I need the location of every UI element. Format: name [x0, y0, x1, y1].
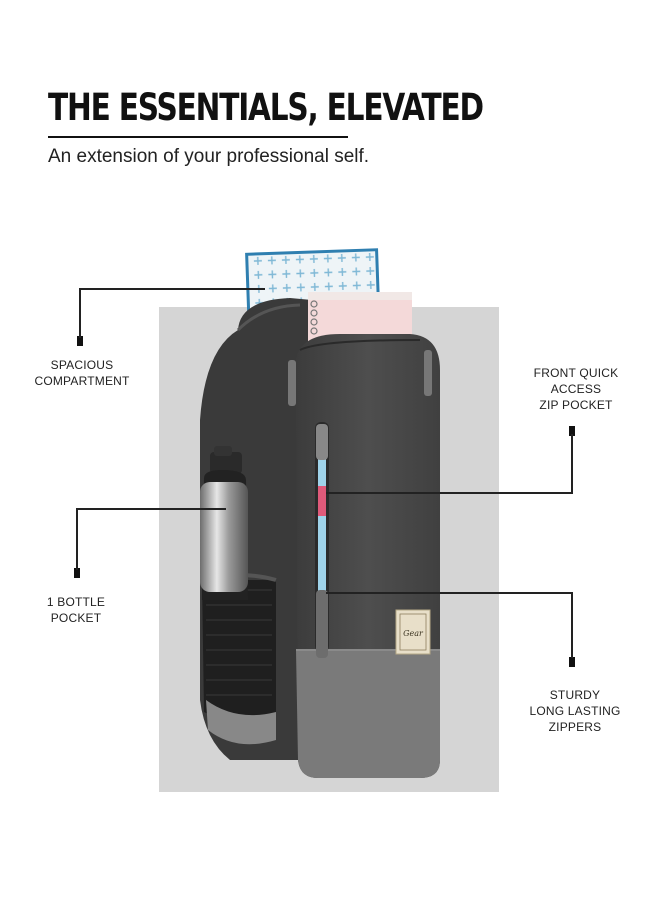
callout-zippers: STURDY LONG LASTING ZIPPERS [520, 687, 630, 735]
callout-zippers-leader-h [326, 592, 573, 594]
callout-bottle-leader-v [76, 508, 78, 570]
callout-zippers-line1: STURDY [549, 688, 601, 702]
callout-front-pocket-line1: FRONT QUICK [533, 366, 619, 380]
callout-front-pocket-line2: ACCESS [550, 382, 602, 396]
zipper-pull-pocket [316, 424, 328, 460]
subline: An extension of your professional self. [48, 146, 370, 167]
patch-text: Gear [403, 629, 424, 638]
zipper-pull-top [288, 360, 296, 406]
zipper-pull-right [424, 350, 432, 396]
callout-front-pocket: FRONT QUICK ACCESS ZIP POCKET [526, 365, 626, 413]
callout-bottle-tick [74, 568, 80, 578]
callout-zippers-tick [569, 657, 575, 667]
callout-front-pocket-tick [569, 426, 575, 436]
callout-bottle: 1 BOTTLE POCKET [28, 594, 124, 626]
callout-compartment-line1: SPACIOUS [50, 358, 114, 372]
callout-compartment: SPACIOUS COMPARTMENT [34, 357, 130, 389]
callout-front-pocket-leader-v [571, 434, 573, 493]
headline-rule [48, 136, 348, 138]
callout-bottle-line2: POCKET [50, 611, 102, 625]
callout-compartment-leader-h [79, 288, 265, 290]
backpack-front-panel [288, 334, 440, 778]
water-bottle [200, 446, 248, 600]
bottle-pocket [201, 573, 277, 745]
callout-zippers-line2: LONG LASTING [529, 704, 621, 718]
callout-zippers-leader-v [571, 592, 573, 658]
callout-compartment-line2: COMPARTMENT [34, 374, 130, 388]
callout-front-pocket-leader-h [326, 492, 573, 494]
callout-bottle-line1: 1 BOTTLE [46, 595, 106, 609]
callout-compartment-tick [77, 336, 83, 346]
callout-compartment-leader-v [79, 288, 81, 338]
headline: THE ESSENTIALS, ELEVATED [48, 86, 484, 129]
callout-zippers-line3: ZIPPERS [548, 720, 602, 734]
callout-front-pocket-line3: ZIP POCKET [539, 398, 613, 412]
callout-bottle-leader-h [76, 508, 226, 510]
